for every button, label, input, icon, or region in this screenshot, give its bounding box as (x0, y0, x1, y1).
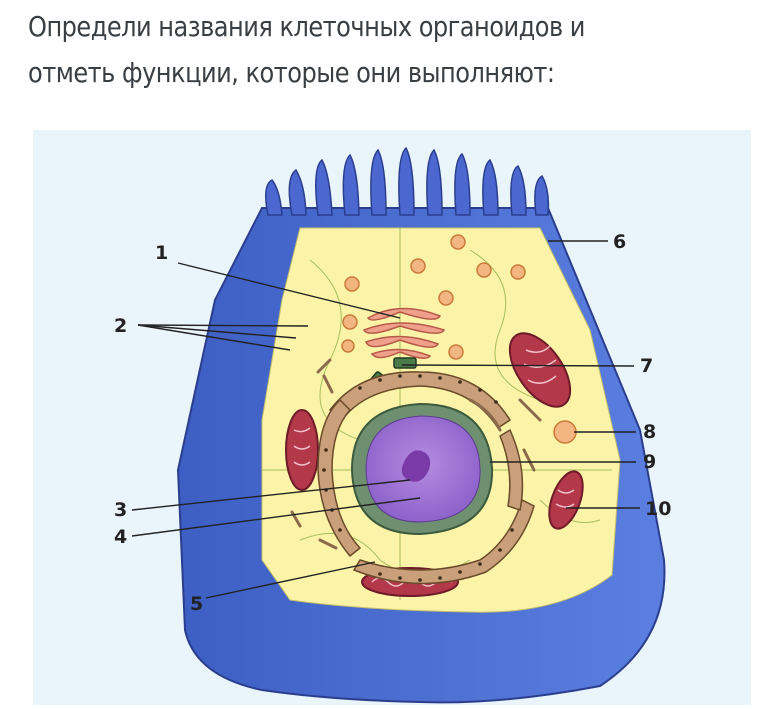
golgi-apparatus (362, 307, 446, 359)
label-6: 6 (613, 231, 626, 253)
label-1: 1 (155, 242, 168, 264)
leader-lines (131, 240, 640, 599)
label-3: 3 (114, 499, 127, 521)
lysosome (553, 420, 577, 444)
label-4: 4 (114, 526, 127, 548)
question-line-2: отметь функции, которые они выполняют: (28, 56, 555, 89)
vesicles (341, 234, 526, 360)
label-7: 7 (640, 355, 653, 377)
nucleolus (401, 450, 431, 482)
label-5: 5 (190, 593, 203, 615)
label-10: 10 (645, 498, 671, 520)
question-text: Определи названия клеточных органоидов и… (28, 4, 768, 96)
ribosomes (322, 374, 514, 582)
rough-endoplasmic-reticulum (317, 371, 535, 585)
microvilli (265, 146, 550, 216)
label-9: 9 (643, 451, 656, 473)
label-8: 8 (643, 421, 656, 443)
question-line-1: Определи названия клеточных органоидов и (28, 10, 585, 43)
label-2: 2 (114, 315, 127, 337)
